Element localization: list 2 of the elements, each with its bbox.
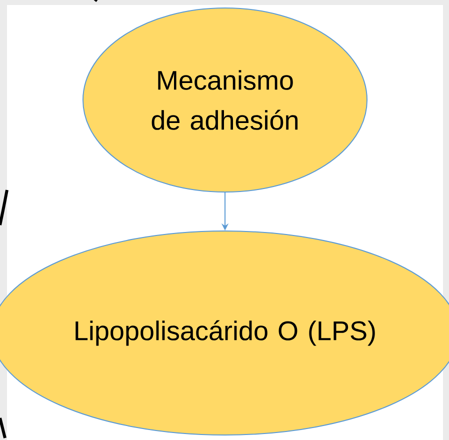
ellipse-node: Mecanismo de adhesión: [82, 8, 368, 192]
ellipse-node: Lipopolisacárido O (LPS): [0, 230, 449, 436]
